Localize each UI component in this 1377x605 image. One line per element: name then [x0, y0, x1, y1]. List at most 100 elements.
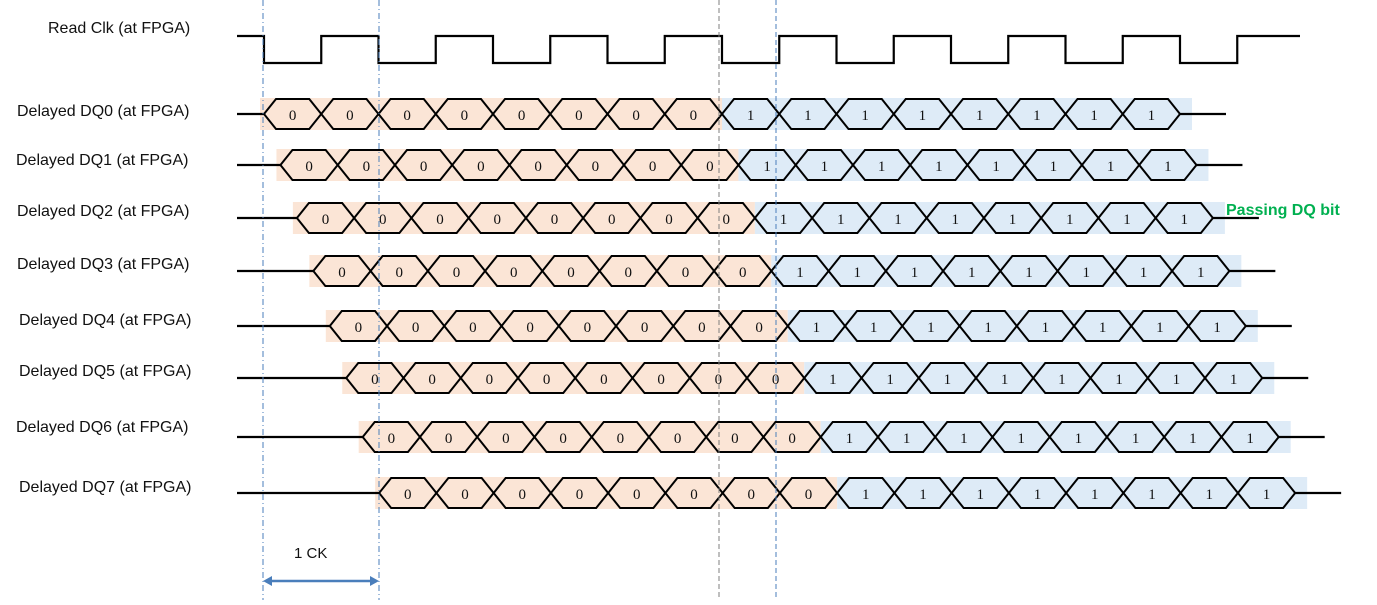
bit-value: 0	[706, 159, 714, 175]
bit-value: 1	[911, 265, 919, 281]
bit-value: 1	[968, 265, 976, 281]
bit-value: 0	[371, 372, 379, 388]
bit-value: 0	[355, 320, 363, 336]
bit-value: 0	[346, 108, 354, 124]
bit-value: 0	[723, 212, 731, 228]
bit-value: 0	[575, 108, 583, 124]
bit-eye	[1220, 421, 1280, 453]
bit-value: 1	[1156, 320, 1164, 336]
bit-value: 0	[322, 212, 330, 228]
bit-value: 1	[1091, 487, 1099, 503]
bit-value: 1	[894, 212, 902, 228]
bit-value: 0	[748, 487, 756, 503]
bit-value: 1	[1173, 372, 1181, 388]
bit-value: 1	[1107, 159, 1115, 175]
bit-value: 0	[632, 108, 640, 124]
bit-value: 1	[1246, 431, 1254, 447]
arrow-head-right	[370, 576, 379, 586]
bit-value: 1	[1123, 212, 1131, 228]
bit-value: 1	[1263, 487, 1271, 503]
bit-value: 0	[379, 212, 387, 228]
bit-eye	[1170, 255, 1231, 287]
bit-value: 0	[404, 487, 412, 503]
bit-value: 1	[919, 108, 927, 124]
bit-value: 1	[1082, 265, 1090, 281]
zero-region-bg	[276, 149, 739, 181]
bit-value: 0	[388, 431, 396, 447]
bit-value: 1	[1025, 265, 1033, 281]
bit-value: 1	[1213, 320, 1221, 336]
bit-value: 1	[1115, 372, 1123, 388]
bit-value: 1	[903, 431, 911, 447]
bit-value: 0	[624, 265, 632, 281]
bit-value: 1	[944, 372, 952, 388]
bit-value: 1	[1164, 159, 1172, 175]
dq6-label: Delayed DQ6 (at FPGA)	[16, 419, 189, 436]
bit-value: 0	[755, 320, 763, 336]
bit-value: 0	[526, 320, 534, 336]
bit-value: 1	[763, 159, 771, 175]
bit-value: 0	[403, 108, 411, 124]
bit-value: 1	[992, 159, 1000, 175]
bit-value: 1	[837, 212, 845, 228]
bit-value: 1	[846, 431, 854, 447]
bit-value: 0	[608, 212, 616, 228]
bit-value: 1	[1090, 108, 1098, 124]
bit-value: 1	[976, 108, 984, 124]
bit-value: 0	[690, 487, 698, 503]
bit-value: 0	[600, 372, 608, 388]
bit-value: 1	[878, 159, 886, 175]
bit-value: 1	[870, 320, 878, 336]
bit-value: 0	[682, 265, 690, 281]
dq1-label: Delayed DQ1 (at FPGA)	[16, 152, 189, 169]
data-waveforms: 0 0 0 0 0 0 0 0 1 1 1 1 1 1 1 1 0 0 0 0 0 0 0 0 1 1 1 1 1 1 1 1 0 0 0 0 0 0 0 0…	[237, 98, 1342, 509]
clock-label: Read Clk (at FPGA)	[48, 20, 191, 37]
bit-eye	[1203, 362, 1264, 394]
bit-value: 1	[1197, 265, 1205, 281]
bit-value: 0	[461, 108, 469, 124]
bit-value: 0	[731, 431, 739, 447]
bit-value: 0	[502, 431, 510, 447]
bit-value: 1	[1042, 320, 1050, 336]
dq2-label: Delayed DQ2 (at FPGA)	[17, 203, 190, 220]
bit-value: 1	[1058, 372, 1066, 388]
bit-value: 0	[567, 265, 575, 281]
bit-eye	[1236, 477, 1297, 509]
bit-value: 0	[494, 212, 502, 228]
bit-value: 1	[861, 108, 869, 124]
bit-value: 0	[461, 487, 469, 503]
bit-value: 1	[1050, 159, 1058, 175]
bit-value: 1	[960, 431, 968, 447]
one-ck-label: 1 CK	[294, 545, 328, 562]
bit-value: 1	[829, 372, 837, 388]
bit-value: 1	[1001, 372, 1009, 388]
bit-eye	[1187, 310, 1248, 342]
bit-value: 1	[1075, 431, 1083, 447]
bit-eye	[1137, 149, 1198, 181]
bit-value: 1	[1034, 487, 1042, 503]
one-ck-arrow	[263, 576, 379, 586]
bit-value: 0	[559, 431, 567, 447]
bit-value: 0	[649, 159, 657, 175]
bit-value: 0	[534, 159, 542, 175]
bit-value: 1	[1132, 431, 1140, 447]
bit-value: 1	[1230, 372, 1238, 388]
zero-region-bg	[309, 255, 772, 287]
bit-value: 0	[338, 265, 346, 281]
bit-value: 0	[453, 265, 461, 281]
bit-value: 0	[551, 212, 559, 228]
bit-value: 0	[445, 431, 453, 447]
zero-region-bg	[358, 421, 821, 453]
zero-region-bg	[260, 98, 722, 130]
bit-value: 1	[952, 212, 960, 228]
zero-region-bg	[375, 477, 838, 509]
bit-value: 1	[1033, 108, 1041, 124]
bit-value: 0	[715, 372, 723, 388]
